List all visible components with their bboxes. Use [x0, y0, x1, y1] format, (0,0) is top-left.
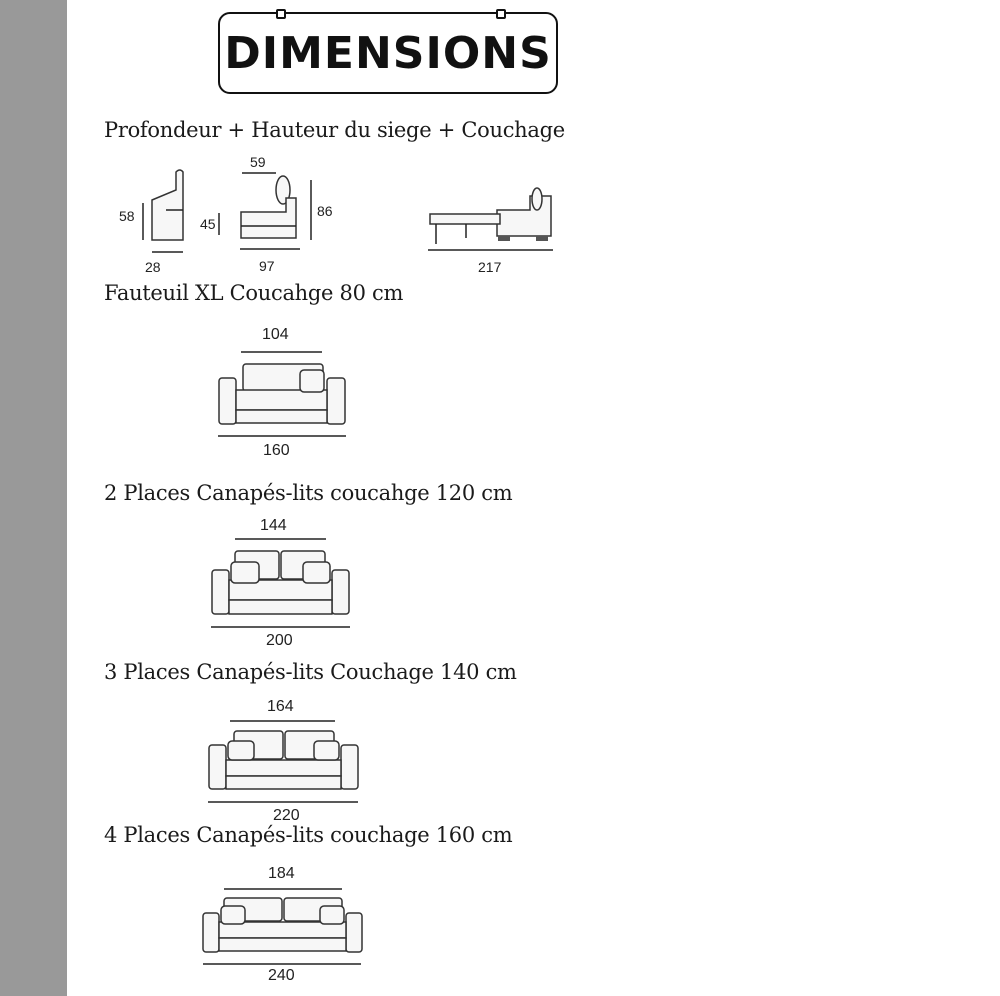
seat-section-drawing: [218, 172, 312, 250]
title-frame: DIMENSIONS: [218, 9, 558, 94]
left-sidebar: [0, 0, 67, 996]
dim-total-depth: 97: [259, 258, 275, 274]
dim-2-seater-inner: 144: [260, 517, 287, 534]
dim-profile-height: 58: [119, 208, 135, 224]
open-bed-drawing: [428, 187, 553, 251]
frame-tab-right: [496, 9, 506, 19]
dim-armchair-inner: 104: [262, 326, 289, 343]
dim-profile-depth: 28: [145, 259, 161, 275]
dim-4-seater-total: 240: [268, 967, 295, 984]
section-title-2-seater: 2 Places Canapés-lits coucahge 120 cm: [104, 481, 513, 505]
side-profile-drawing: [142, 169, 184, 253]
section-title-3-seater: 3 Places Canapés-lits Couchage 140 cm: [104, 660, 517, 684]
sofa-3-seater-drawing: [208, 720, 359, 803]
dim-4-seater-inner: 184: [268, 865, 295, 882]
section-title-4-seater: 4 Places Canapés-lits couchage 160 cm: [104, 823, 513, 847]
sofa-2-seater-drawing: [211, 538, 350, 628]
sofa-4-seater-drawing: [202, 888, 363, 965]
dim-3-seater-total: 220: [273, 807, 300, 824]
section-title-profile: Profondeur + Hauteur du siege + Couchage: [104, 118, 565, 142]
dim-3-seater-inner: 164: [267, 698, 294, 715]
dim-armchair-total: 160: [263, 442, 290, 459]
armchair-drawing: [218, 351, 346, 437]
dim-bed-length: 217: [478, 259, 502, 275]
dim-seat-width: 59: [250, 154, 266, 170]
dim-total-height: 86: [317, 203, 333, 219]
dim-seat-height: 45: [200, 216, 216, 232]
section-title-armchair: Fauteuil XL Coucahge 80 cm: [104, 281, 404, 305]
page-title: DIMENSIONS: [224, 27, 552, 79]
frame-tab-left: [276, 9, 286, 19]
dim-2-seater-total: 200: [266, 632, 293, 649]
